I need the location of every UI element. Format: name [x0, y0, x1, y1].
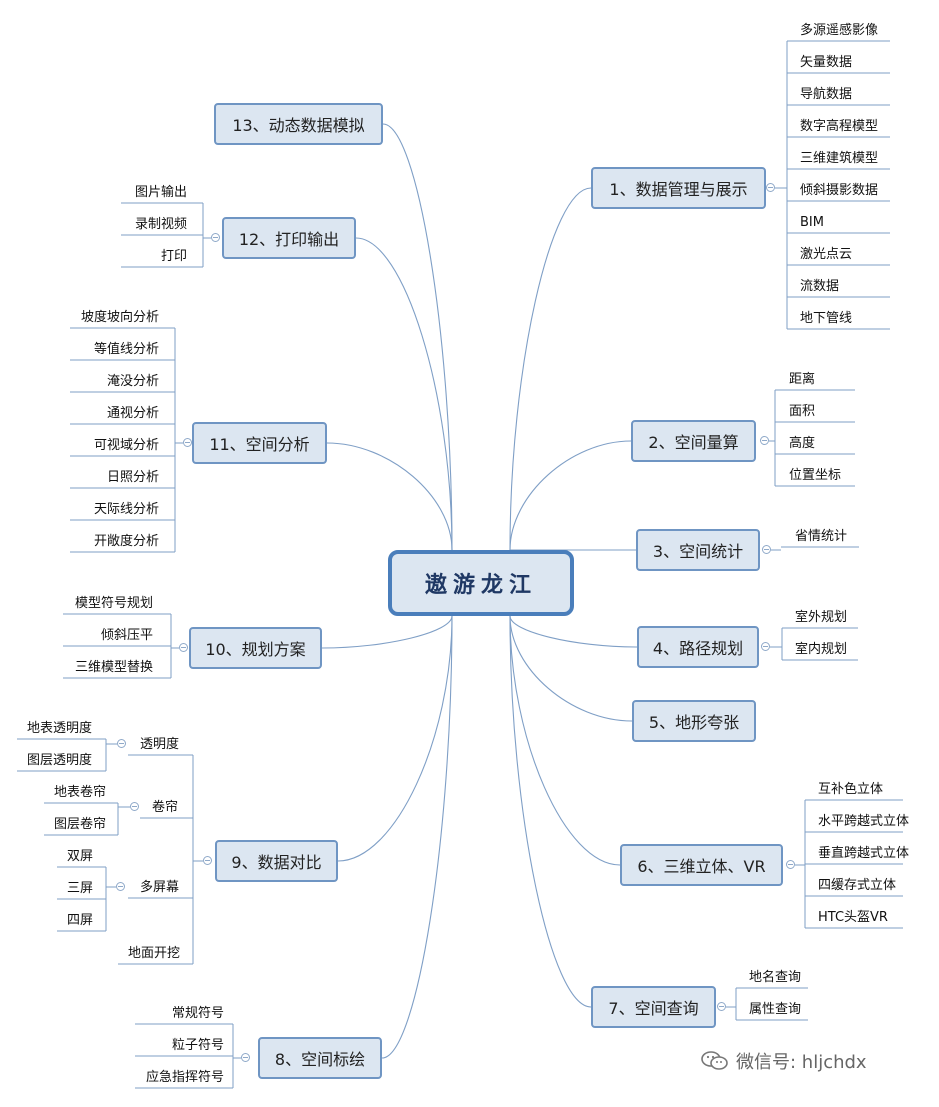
connector	[337, 615, 453, 862]
connector	[381, 615, 453, 1059]
leaf-skyline-analysis[interactable]: 天际线分析	[94, 502, 160, 517]
leaf-dem[interactable]: 数字高程模型	[800, 119, 879, 134]
topic-spatial-measure[interactable]: 2、空间量算	[631, 420, 756, 462]
leaf-triple-screen[interactable]: 三屏	[67, 881, 94, 896]
leaf-quad-screen[interactable]: 四屏	[67, 913, 94, 928]
leaf-quad-buffer[interactable]: 四缓存式立体	[818, 878, 897, 893]
connector	[355, 237, 453, 551]
leaf-openness-analysis[interactable]: 开敞度分析	[94, 534, 160, 549]
root-node[interactable]: 遨游龙江	[388, 550, 574, 616]
connector	[509, 615, 633, 722]
collapse-toggle-icon[interactable]	[183, 438, 192, 447]
leaf-area[interactable]: 面积	[789, 404, 816, 419]
leaf-record-video[interactable]: 录制视频	[135, 217, 188, 232]
leaf-indoor-planning[interactable]: 室内规划	[795, 642, 848, 657]
collapse-toggle-icon[interactable]	[116, 882, 125, 891]
leaf-height[interactable]: 高度	[789, 436, 816, 451]
leaf-horizontal-span[interactable]: 水平跨越式立体	[818, 814, 910, 829]
leaf-particle-symbols[interactable]: 粒子符号	[172, 1038, 225, 1053]
connector	[326, 442, 453, 551]
leaf-navigation-data[interactable]: 导航数据	[800, 87, 853, 102]
leaf-viewshed-analysis[interactable]: 可视域分析	[94, 438, 160, 453]
topic-terrain-exaggeration[interactable]: 5、地形夸张	[632, 700, 756, 742]
collapse-toggle-icon[interactable]	[203, 856, 212, 865]
leaf-position[interactable]: 位置坐标	[789, 468, 842, 483]
leaf-surface-curtain[interactable]: 地表卷帘	[54, 785, 107, 800]
leaf-model-symbol-planning[interactable]: 模型符号规划	[75, 596, 154, 611]
watermark-text: 微信号: hljchdx	[736, 1052, 867, 1073]
collapse-toggle-icon[interactable]	[762, 545, 771, 554]
leaf-stream-data[interactable]: 流数据	[800, 279, 840, 294]
collapse-toggle-icon[interactable]	[241, 1053, 250, 1062]
leaf-placename-query[interactable]: 地名查询	[749, 970, 802, 985]
leaf-distance[interactable]: 距离	[789, 372, 816, 387]
topic-spatial-analysis[interactable]: 11、空间分析	[192, 422, 327, 464]
leaf-oblique-photo[interactable]: 倾斜摄影数据	[800, 183, 879, 198]
collapse-toggle-icon[interactable]	[117, 739, 126, 748]
connector	[509, 187, 592, 551]
leaf-point-cloud[interactable]: 激光点云	[800, 247, 853, 262]
collapse-toggle-icon[interactable]	[211, 233, 220, 242]
topic-data-management[interactable]: 1、数据管理与展示	[591, 167, 766, 209]
leaf-3d-buildings[interactable]: 三维建筑模型	[800, 151, 879, 166]
leaf-vertical-span[interactable]: 垂直跨越式立体	[818, 846, 910, 861]
topic-spatial-statistics[interactable]: 3、空间统计	[636, 529, 760, 571]
leaf-sunlight-analysis[interactable]: 日照分析	[107, 470, 160, 485]
leaf-attribute-query[interactable]: 属性查询	[749, 1002, 802, 1017]
collapse-toggle-icon[interactable]	[179, 643, 188, 652]
connector	[509, 615, 621, 866]
connector	[509, 615, 592, 1008]
leaf-bim[interactable]: BIM	[800, 215, 824, 230]
group-curtain[interactable]: 卷帘	[152, 800, 179, 815]
collapse-toggle-icon[interactable]	[786, 860, 795, 869]
connector	[509, 440, 632, 551]
topic-3d-vr[interactable]: 6、三维立体、VR	[620, 844, 783, 886]
topic-print-output[interactable]: 12、打印输出	[222, 217, 356, 259]
group-excavation[interactable]: 地面开挖	[128, 946, 181, 961]
topic-spatial-query[interactable]: 7、空间查询	[591, 986, 716, 1028]
leaf-layer-curtain[interactable]: 图层卷帘	[54, 817, 107, 832]
group-multi-screen[interactable]: 多屏幕	[140, 880, 180, 895]
connector	[321, 615, 453, 649]
group-transparency[interactable]: 透明度	[140, 737, 180, 752]
collapse-toggle-icon[interactable]	[761, 642, 770, 651]
leaf-layer-transparency[interactable]: 图层透明度	[27, 753, 93, 768]
leaf-dual-screen[interactable]: 双屏	[67, 849, 94, 864]
leaf-remote-sensing[interactable]: 多源遥感影像	[800, 23, 879, 38]
collapse-toggle-icon[interactable]	[760, 436, 769, 445]
leaf-surface-transparency[interactable]: 地表透明度	[27, 721, 93, 736]
leaf-htc-vr[interactable]: HTC头盔VR	[818, 910, 888, 925]
leaf-emergency-symbols[interactable]: 应急指挥符号	[146, 1070, 225, 1085]
wechat-watermark: 微信号: hljchdx	[700, 1048, 867, 1074]
collapse-toggle-icon[interactable]	[717, 1002, 726, 1011]
leaf-model-replace[interactable]: 三维模型替换	[75, 660, 154, 675]
connector	[382, 123, 453, 551]
topic-data-comparison[interactable]: 9、数据对比	[215, 840, 338, 882]
wechat-icon	[700, 1050, 730, 1072]
leaf-outdoor-planning[interactable]: 室外规划	[795, 610, 848, 625]
topic-path-planning[interactable]: 4、路径规划	[637, 626, 759, 668]
leaf-print[interactable]: 打印	[161, 249, 188, 264]
topic-dynamic-simulation[interactable]: 13、动态数据模拟	[214, 103, 383, 145]
leaf-flood-analysis[interactable]: 淹没分析	[107, 374, 160, 389]
leaf-slope-analysis[interactable]: 坡度坡向分析	[81, 310, 160, 325]
leaf-regular-symbols[interactable]: 常规符号	[172, 1006, 225, 1021]
connector	[509, 615, 638, 648]
leaf-oblique-flatten[interactable]: 倾斜压平	[101, 628, 154, 643]
collapse-toggle-icon[interactable]	[766, 183, 775, 192]
leaf-image-output[interactable]: 图片输出	[135, 185, 188, 200]
leaf-visibility-analysis[interactable]: 通视分析	[107, 406, 160, 421]
topic-spatial-plotting[interactable]: 8、空间标绘	[258, 1037, 382, 1079]
leaf-province-stats[interactable]: 省情统计	[795, 529, 848, 544]
leaf-contour-analysis[interactable]: 等值线分析	[94, 342, 160, 357]
leaf-vector-data[interactable]: 矢量数据	[800, 55, 853, 70]
leaf-anaglyph[interactable]: 互补色立体	[818, 782, 884, 797]
collapse-toggle-icon[interactable]	[130, 802, 139, 811]
topic-planning-scheme[interactable]: 10、规划方案	[189, 627, 322, 669]
leaf-underground-pipes[interactable]: 地下管线	[800, 311, 853, 326]
